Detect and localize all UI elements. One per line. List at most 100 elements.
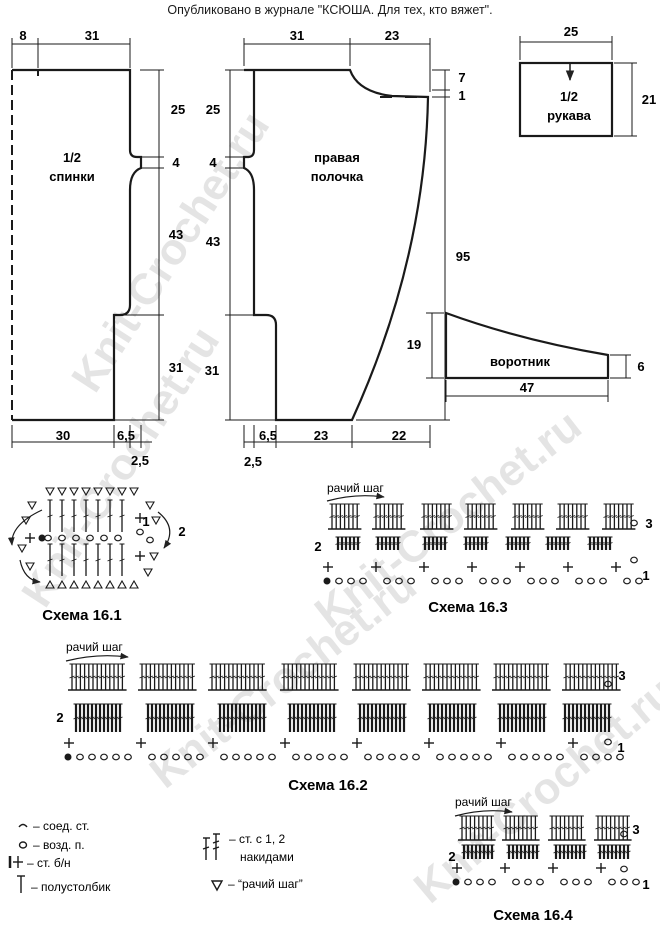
double-crochet-yarnover bbox=[391, 675, 397, 679]
chain-stitch bbox=[632, 878, 640, 886]
double-crochet-yarnover bbox=[105, 716, 111, 720]
double-crochet-yarnover bbox=[395, 542, 401, 545]
double-crochet-yarnover bbox=[443, 716, 449, 720]
round-arrow-bottom bbox=[19, 559, 41, 585]
double-crochet-yarnover bbox=[299, 716, 305, 720]
double-crochet-yarnover bbox=[385, 716, 391, 720]
double-crochet-yarnover bbox=[615, 515, 622, 518]
round-arrow-right bbox=[157, 511, 172, 549]
double-crochet-yarnover bbox=[390, 515, 396, 518]
double-crochet-yarnover bbox=[168, 675, 175, 679]
double-crochet-yarnover bbox=[525, 542, 531, 545]
double-crochet-yarnover bbox=[628, 515, 634, 518]
double-crochet-yarnover bbox=[59, 514, 65, 518]
double-crochet-yarnover bbox=[291, 716, 297, 720]
double-crochet-yarnover bbox=[505, 716, 511, 720]
scheme-16-1-labels: 1 2 Схема 16.1 bbox=[42, 514, 185, 624]
double-crochet-yarnover bbox=[403, 675, 410, 679]
double-crochet-yarnover bbox=[230, 675, 236, 679]
double-crochet-yarnover bbox=[177, 716, 183, 720]
back-dim-r3: 43 bbox=[169, 227, 183, 242]
double-crochet-yarnover bbox=[469, 850, 475, 854]
double-crochet-yarnover bbox=[353, 675, 359, 679]
slip-stitch-icon bbox=[18, 823, 28, 828]
double-crochet-yarnover bbox=[221, 716, 227, 720]
double-crochet-yarnover bbox=[512, 515, 518, 518]
double-crochet-yarnover bbox=[522, 850, 528, 854]
chain-stitch bbox=[503, 577, 511, 585]
double-crochet-yarnover bbox=[95, 514, 101, 518]
double-crochet-yarnover bbox=[599, 542, 605, 545]
double-crochet-yarnover bbox=[431, 675, 438, 679]
double-crochet-yarnover bbox=[520, 826, 526, 830]
double-crochet-yarnover bbox=[581, 850, 587, 854]
double-crochet-yarnover bbox=[565, 515, 572, 518]
half-double-icon bbox=[17, 875, 25, 893]
double-crochet-yarnover bbox=[117, 716, 123, 720]
double-crochet-yarnover bbox=[373, 515, 379, 518]
reverse-stitch-bottom bbox=[129, 579, 139, 589]
double-crochet-yarnover bbox=[471, 716, 477, 720]
double-crochet-yarnover bbox=[609, 675, 615, 679]
double-crochet-yarnover bbox=[557, 850, 563, 854]
double-crochet-yarnover bbox=[102, 675, 109, 679]
double-crochet-yarnover bbox=[339, 542, 345, 545]
double-crochet-yarnover bbox=[524, 515, 531, 518]
double-crochet-yarnover bbox=[389, 716, 395, 720]
double-crochet-yarnover bbox=[261, 716, 267, 720]
s162-row-1: 1 bbox=[617, 740, 624, 755]
double-crochet-yarnover bbox=[612, 826, 618, 830]
double-crochet-yarnover bbox=[377, 716, 383, 720]
double-crochet-yarnover bbox=[513, 716, 519, 720]
double-crochet-yarnover bbox=[592, 675, 599, 679]
double-crochet-yarnover bbox=[573, 850, 579, 854]
double-crochet-yarnover bbox=[373, 716, 379, 720]
double-crochet-yarnover bbox=[515, 826, 522, 830]
double-crochet-yarnover bbox=[596, 675, 603, 679]
legend-text-double-crochet-2: накидами bbox=[240, 850, 294, 864]
double-crochet-yarnover bbox=[526, 850, 532, 854]
front-dim-right-total: 95 bbox=[456, 249, 470, 264]
double-crochet-yarnover bbox=[561, 515, 567, 518]
double-crochet-yarnover bbox=[566, 826, 572, 830]
double-crochet-yarnover bbox=[517, 716, 523, 720]
reverse-crochet-arrow bbox=[454, 807, 513, 817]
back-dim-top-left: 8 bbox=[19, 28, 26, 43]
double-crochet-yarnover bbox=[217, 675, 224, 679]
double-crochet-yarnover bbox=[597, 850, 603, 854]
double-crochet-yarnover bbox=[181, 675, 187, 679]
double-crochet-yarnover bbox=[397, 716, 403, 720]
double-crochet-yarnover bbox=[463, 716, 469, 720]
double-crochet-yarnover bbox=[509, 716, 515, 720]
double-crochet-yarnover bbox=[89, 716, 95, 720]
back-dim-top-right: 31 bbox=[85, 28, 99, 43]
chain-stitch bbox=[443, 577, 451, 585]
double-crochet-yarnover bbox=[620, 515, 626, 518]
double-crochet-yarnover bbox=[379, 542, 385, 545]
chain-stitch bbox=[304, 753, 312, 761]
double-crochet-yarnover bbox=[588, 675, 594, 679]
double-crochet-yarnover bbox=[516, 515, 522, 518]
double-crochet-yarnover bbox=[465, 675, 471, 679]
double-crochet-yarnover bbox=[157, 716, 163, 720]
double-crochet-yarnover bbox=[374, 675, 380, 679]
reverse-stitch-side bbox=[17, 544, 27, 554]
chain-stitch bbox=[58, 534, 66, 542]
s163-caption: Схема 16.3 bbox=[428, 599, 508, 616]
reverse-stitch-bottom bbox=[105, 579, 115, 589]
double-crochet-yarnover bbox=[549, 826, 555, 830]
double-crochet-yarnover bbox=[427, 675, 433, 679]
double-crochet-yarnover bbox=[119, 558, 125, 562]
double-crochet-yarnover bbox=[549, 542, 555, 545]
double-crochet-yarnover bbox=[251, 675, 257, 679]
double-crochet-yarnover bbox=[431, 716, 437, 720]
double-crochet-yarnover bbox=[591, 542, 597, 545]
double-crochet-yarnover bbox=[603, 515, 609, 518]
double-crochet-yarnover bbox=[217, 716, 223, 720]
s161-row-1: 1 bbox=[142, 514, 149, 529]
double-crochet-yarnover bbox=[624, 515, 630, 518]
chain-stitch bbox=[584, 878, 592, 886]
front-dim-bottom-step: 6,5 bbox=[259, 428, 277, 443]
